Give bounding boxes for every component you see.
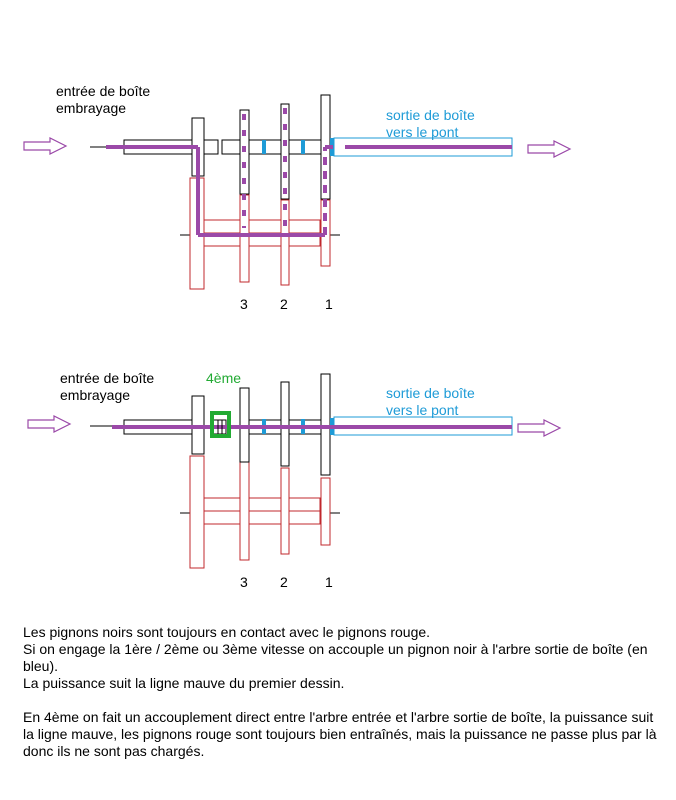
gear-number-1: 1 — [325, 574, 333, 590]
output-label-line1: sortie de boîte — [386, 385, 475, 401]
countershaft-gear-1 — [320, 477, 331, 546]
gear-number-1: 1 — [325, 296, 333, 312]
explanation-text: Les pignons noirs sont toujours en conta… — [23, 624, 663, 760]
output-arrow-icon — [527, 140, 571, 158]
note-line: Si on engage la 1ère / 2ème ou 3ème vite… — [23, 641, 648, 674]
gear-2 — [280, 103, 290, 200]
countershaft-gear-2 — [280, 467, 290, 555]
output-label-line2: vers le pont — [386, 124, 458, 140]
fourth-gear-coupling — [210, 411, 231, 438]
note-line: La puissance suit la ligne mauve du prem… — [23, 675, 345, 691]
note-line: En 4ème on fait un accouplement direct e… — [23, 709, 657, 759]
gear-number-3: 3 — [240, 296, 248, 312]
output-label-line1: sortie de boîte — [386, 107, 475, 123]
gear-number-2: 2 — [280, 296, 288, 312]
input-label-line2: embrayage — [60, 387, 130, 403]
note-line: Les pignons noirs sont toujours en conta… — [23, 624, 431, 640]
input-label-line2: embrayage — [56, 100, 126, 116]
countershaft-gear — [189, 455, 205, 569]
gear-1 — [320, 373, 331, 476]
output-label-line2: vers le pont — [386, 402, 458, 418]
gear-number-2: 2 — [280, 574, 288, 590]
input-arrow-icon — [23, 137, 67, 155]
fourth-gear-label: 4ème — [206, 370, 241, 386]
diagram-1: entrée de boîte embrayage sortie de boît… — [23, 83, 571, 312]
input-arrow-icon — [27, 415, 71, 433]
input-label-line1: entrée de boîte — [60, 370, 154, 386]
countershaft-gear-3 — [239, 194, 250, 283]
countershaft-gear-3 — [239, 461, 250, 561]
diagram-2: entrée de boîte embrayage 4ème sortie de… — [27, 370, 561, 590]
output-arrow-icon — [517, 419, 561, 437]
input-label-line1: entrée de boîte — [56, 83, 150, 99]
gear-2 — [280, 381, 290, 467]
countershaft-gear-2 — [280, 199, 290, 286]
gear-number-3: 3 — [240, 574, 248, 590]
